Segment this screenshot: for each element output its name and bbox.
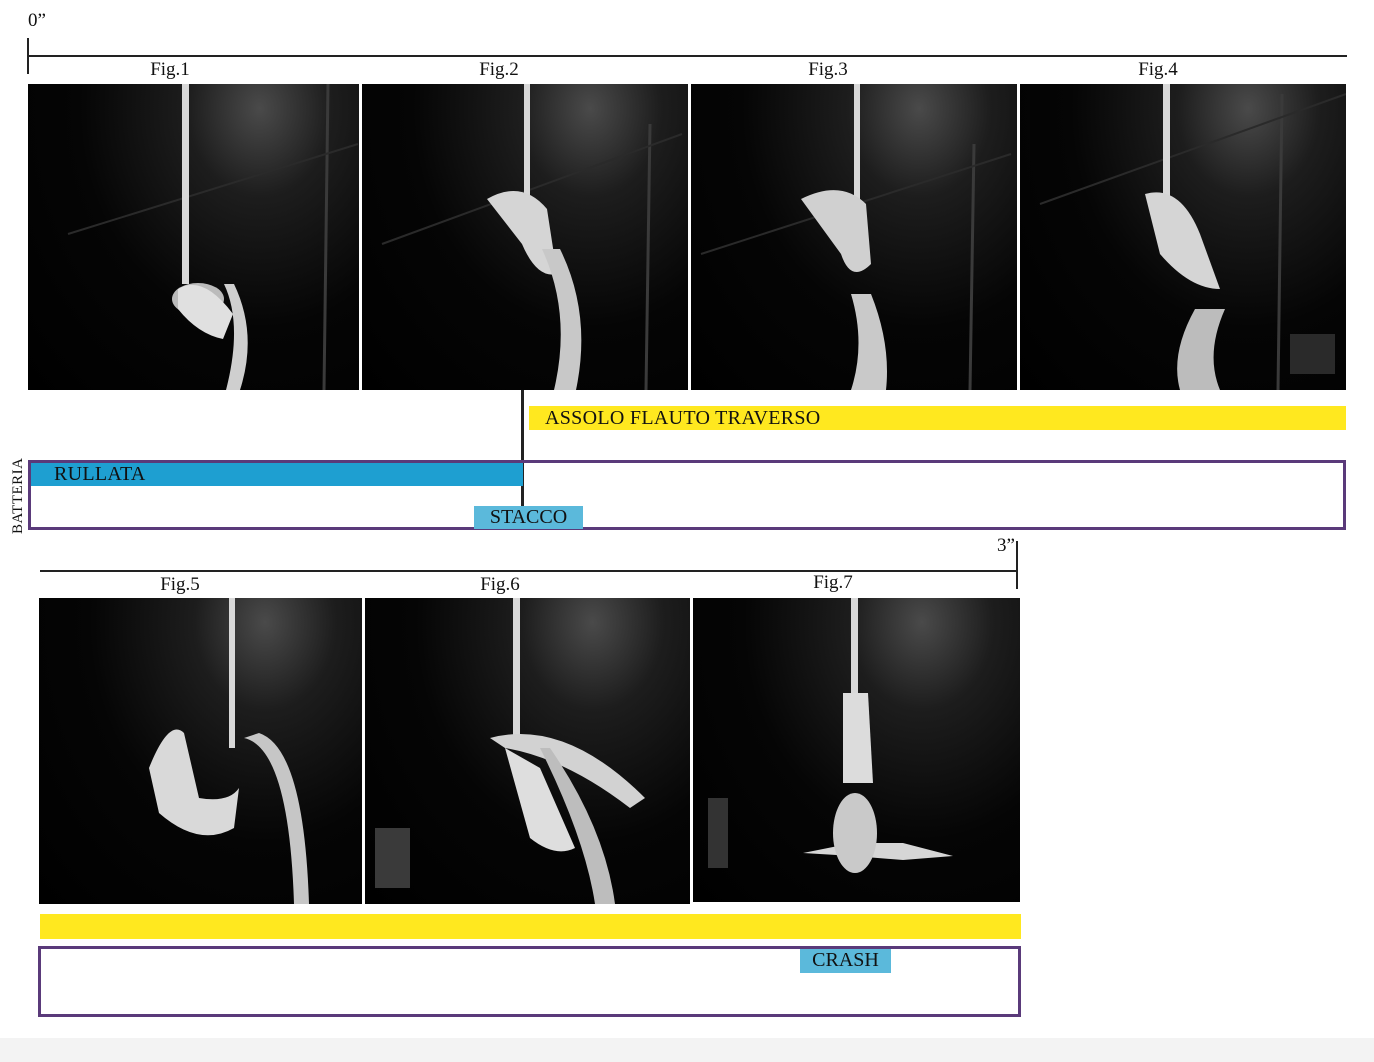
fig4-photo — [1020, 84, 1346, 390]
timeline-end-label: 3” — [997, 535, 1015, 556]
flute-solo-bar — [529, 406, 1346, 430]
aerial-silk-performer-icon — [375, 598, 645, 904]
fig6-label: Fig.6 — [480, 574, 520, 595]
drums-track-row1 — [28, 460, 1346, 530]
timeline-row1-axis — [27, 55, 1347, 57]
fig2-label: Fig.2 — [479, 59, 519, 80]
drums-track-row2 — [38, 946, 1021, 1017]
aerial-silk-performer-icon — [1039, 84, 1346, 390]
flute-solo-bar-row2 — [40, 914, 1021, 939]
fig7-label: Fig.7 — [813, 572, 853, 593]
drum-roll-label: RULLATA — [54, 463, 146, 485]
fig7-photo — [693, 598, 1020, 902]
aerial-silk-performer-icon — [700, 84, 1012, 390]
aerial-silk-performer-icon — [708, 598, 953, 873]
timeline-row2-axis — [40, 570, 1018, 572]
drum-roll-bar — [31, 463, 523, 486]
fig3-photo — [691, 84, 1017, 390]
transition-marker — [521, 390, 524, 508]
fig5-label: Fig.5 — [160, 574, 200, 595]
bottom-strip — [0, 1038, 1374, 1062]
fig1-label: Fig.1 — [150, 59, 190, 80]
fig4-label: Fig.4 — [1138, 59, 1178, 80]
fig6-photo — [365, 598, 690, 904]
fig3-label: Fig.3 — [808, 59, 848, 80]
fig1-photo — [28, 84, 359, 390]
aerial-silk-performer-icon — [67, 84, 359, 390]
aerial-silk-performer-icon — [381, 84, 683, 390]
timeline-end-tick — [1016, 541, 1018, 589]
aerial-silk-performer-icon — [149, 598, 309, 904]
fig5-photo — [39, 598, 362, 904]
batteria-track-label: BATTERIA — [10, 457, 26, 535]
flute-solo-label: ASSOLO FLAUTO TRAVERSO — [545, 407, 821, 429]
crash-marker: CRASH — [800, 949, 891, 973]
timeline-start-label: 0” — [28, 10, 46, 31]
break-marker: STACCO — [474, 506, 583, 529]
fig2-photo — [362, 84, 688, 390]
